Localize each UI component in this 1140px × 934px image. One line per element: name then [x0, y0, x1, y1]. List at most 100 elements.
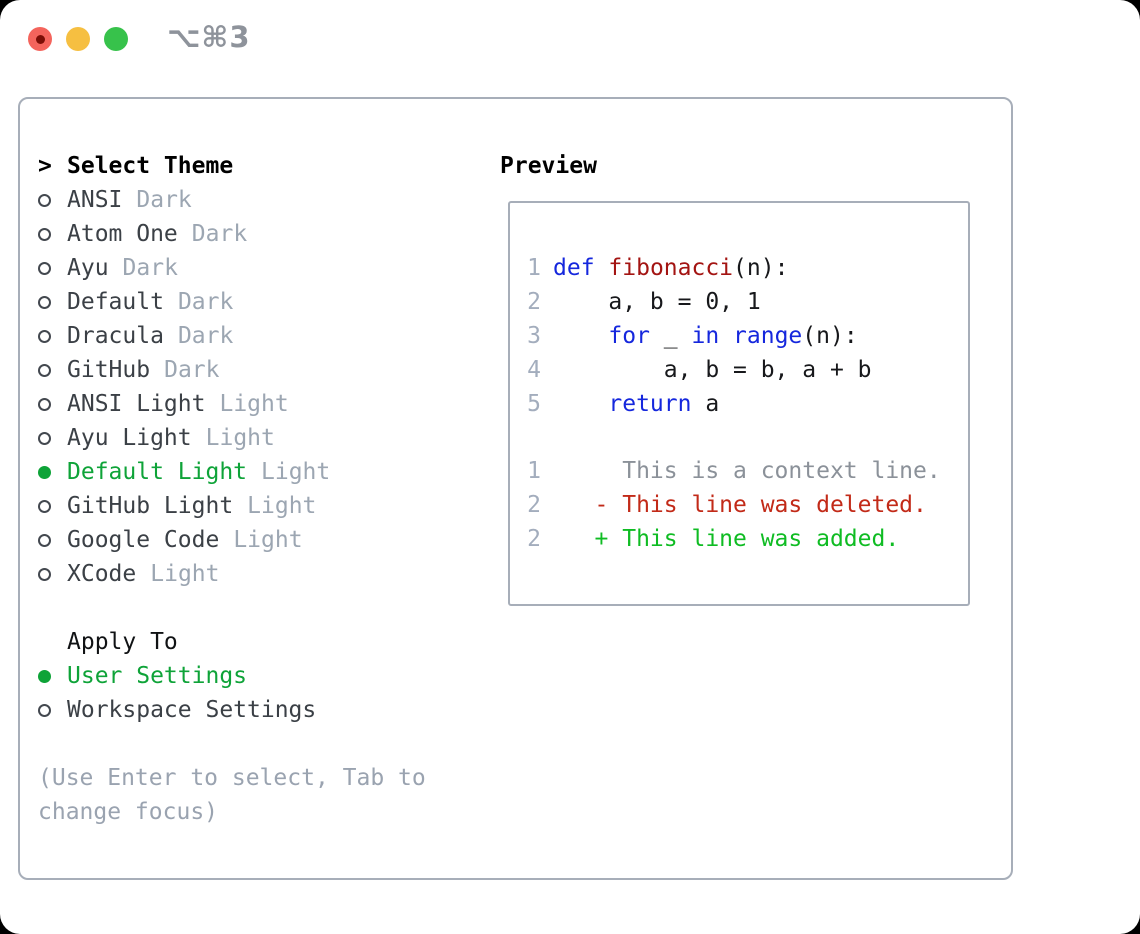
code-content: This is a context line.	[553, 454, 941, 488]
line-number: 3	[527, 323, 541, 349]
theme-option[interactable]: Ayu Dark	[38, 251, 426, 285]
preview-title: Preview	[500, 153, 597, 179]
spacer	[38, 727, 426, 761]
code-content: a, b = b, a + b	[553, 353, 872, 387]
close-button[interactable]	[28, 27, 52, 51]
code-segment: range	[733, 323, 803, 349]
radio-cell	[38, 431, 67, 445]
radio-cell	[38, 499, 67, 513]
help-text-line1: (Use Enter to select, Tab to	[38, 765, 426, 791]
code-line: 4 a, b = b, a + b	[527, 353, 968, 387]
radio-cell	[38, 363, 67, 377]
radio-cell	[38, 261, 67, 275]
radio-selected-icon	[38, 465, 51, 479]
theme-variant: Dark	[122, 255, 178, 281]
help-text-line2: change focus)	[38, 799, 219, 825]
theme-variant: Dark	[191, 221, 248, 247]
radio-cell	[38, 227, 67, 241]
zoom-button[interactable]	[104, 27, 128, 51]
line-number: 5	[527, 391, 541, 417]
line-number: 1	[527, 255, 541, 281]
radio-cell	[38, 533, 67, 547]
code-segment: a	[691, 391, 720, 417]
theme-option[interactable]: Atom One Dark	[38, 217, 426, 251]
radio-cell	[38, 703, 67, 717]
traffic-lights	[28, 27, 128, 51]
theme-option[interactable]: GitHub Light Light	[38, 489, 426, 523]
theme-option[interactable]: XCode Light	[38, 557, 426, 591]
theme-variant: Light	[219, 391, 289, 417]
diff-block: 1 This is a context line. 2 - This line w…	[527, 454, 968, 556]
code-segment: This is a context line.	[553, 458, 941, 484]
code-segment	[719, 323, 733, 349]
minimize-button[interactable]	[66, 27, 90, 51]
apply-option[interactable]: Workspace Settings	[38, 693, 426, 727]
code-segment	[553, 391, 608, 417]
line-number: 2	[527, 289, 541, 315]
radio-unselected-icon	[38, 261, 51, 275]
apply-to-title: Apply To	[67, 629, 178, 655]
code-segment: for	[608, 323, 650, 349]
radio-cell	[38, 567, 67, 581]
select-theme-header: > Select Theme	[38, 149, 426, 183]
theme-option[interactable]: Dracula Dark	[38, 319, 426, 353]
code-segment: (n):	[802, 323, 858, 349]
window-shortcut-label: ⌥⌘3	[167, 20, 251, 54]
theme-name: Ayu	[67, 255, 109, 281]
radio-selected-icon	[38, 669, 51, 683]
code-content: + This line was added.	[553, 522, 900, 556]
radio-unselected-icon	[38, 193, 51, 207]
theme-variant: Dark	[177, 323, 234, 349]
theme-variant: Light	[233, 527, 303, 553]
code-segment: + This line was added.	[553, 526, 900, 552]
theme-variant: Light	[150, 561, 220, 587]
theme-name: XCode	[67, 561, 137, 587]
radio-unselected-icon	[38, 431, 51, 445]
theme-name: Atom One	[67, 221, 178, 247]
code-segment: in	[691, 323, 720, 349]
theme-variant: Light	[247, 493, 317, 519]
theme-name: ANSI	[67, 187, 123, 213]
theme-name: GitHub Light	[67, 493, 234, 519]
radio-unselected-icon	[38, 703, 51, 717]
code-segment: a, b = 0, 1	[553, 289, 761, 315]
diff-line: 2 - This line was deleted.	[527, 488, 968, 522]
code-segment	[553, 323, 608, 349]
code-line: 2 a, b = 0, 1	[527, 285, 968, 319]
theme-option[interactable]: ANSI Light Light	[38, 387, 426, 421]
code-segment: a, b = b, a + b	[553, 357, 872, 383]
theme-name: Ayu Light	[67, 425, 192, 451]
radio-unselected-icon	[38, 397, 51, 411]
radio-unselected-icon	[38, 227, 51, 241]
theme-option[interactable]: Ayu Light Light	[38, 421, 426, 455]
theme-option[interactable]: Google Code Light	[38, 523, 426, 557]
code-segment	[595, 255, 609, 281]
theme-variant: Light	[205, 425, 275, 451]
code-line: 3 for _ in range(n):	[527, 319, 968, 353]
apply-to-header: Apply To	[38, 625, 426, 659]
theme-name: Dracula	[67, 323, 164, 349]
radio-cell	[38, 669, 67, 683]
spacer	[38, 591, 426, 625]
radio-unselected-icon	[38, 533, 51, 547]
select-theme-title: Select Theme	[67, 153, 234, 179]
code-segment: fibonacci	[608, 255, 734, 281]
radio-unselected-icon	[38, 295, 51, 309]
line-number: 1	[527, 458, 541, 484]
radio-unselected-icon	[38, 499, 51, 513]
theme-name: GitHub	[67, 357, 151, 383]
theme-name: Google Code	[67, 527, 220, 553]
code-segment: def	[553, 255, 595, 281]
theme-name: ANSI Light	[67, 391, 206, 417]
apply-option[interactable]: User Settings	[38, 659, 426, 693]
